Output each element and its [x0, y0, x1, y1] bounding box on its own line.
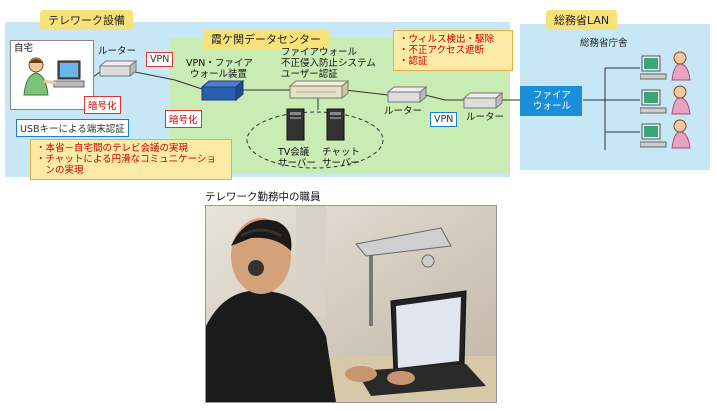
vpn-device-label-2: ウォール装置 — [190, 69, 247, 80]
chat-server-icon — [326, 108, 346, 142]
usb-auth-tag: USBキーによる端末認証 — [16, 119, 129, 137]
home-router-label: ルーター — [98, 46, 136, 57]
ministry-office-label: 総務省庁舎 — [580, 38, 628, 49]
firewall-appliance-icon — [288, 80, 350, 100]
security-note-auth: ・認証 — [399, 56, 507, 67]
datacenter-router-icon — [386, 86, 428, 104]
vpn-device-label-1: VPN・ファイア — [186, 58, 253, 69]
telework-photo-illustration — [206, 206, 496, 402]
photo-caption: テレワーク勤務中の職員 — [205, 192, 321, 203]
office-worker-icon-3 — [640, 118, 700, 152]
datacenter-router-label: ルーター — [384, 106, 422, 117]
tv-conference-server-icon — [286, 108, 306, 142]
chat-server-label-1: チャット — [322, 147, 360, 158]
office-worker-icon-1 — [640, 50, 700, 84]
security-notes: ・ウィルス検出・駆除 ・不正アクセス遮断 ・認証 — [393, 30, 513, 71]
ministry-router-label: ルーター — [466, 112, 504, 123]
home-vpn-tag: VPN — [146, 52, 173, 67]
function-note-chat-cont: ンの実現 — [36, 165, 226, 176]
function-note-chat: ・チャットによる円滑なコミュニケーショ — [36, 154, 226, 165]
ministry-router-icon — [462, 92, 504, 110]
home-label: 自宅 — [14, 43, 33, 54]
firewall-label-3: ユーザー認証 — [281, 69, 338, 80]
vpn-firewall-device-icon — [200, 80, 245, 102]
chat-server-label-2: サーバー — [322, 158, 360, 169]
home-user-illustration — [18, 55, 88, 103]
ministry-firewall-label-1: ファイア — [533, 90, 571, 101]
ministry-firewall-label-2: ウォール — [533, 101, 571, 112]
tv-server-label-1: TV会議 — [278, 147, 309, 158]
home-encryption-tag: 暗号化 — [84, 96, 121, 114]
firewall-label-2: 不正侵入防止システム — [281, 58, 376, 69]
office-worker-icon-2 — [640, 84, 700, 118]
function-note-tv: ・本省－自宅間のテレビ会議の実現 — [36, 143, 226, 154]
security-note-virus: ・ウィルス検出・駆除 — [399, 34, 507, 45]
security-note-access: ・不正アクセス遮断 — [399, 45, 507, 56]
home-router-icon — [98, 60, 138, 78]
ministry-vpn-tag: VPN — [430, 112, 457, 127]
datacenter-encryption-tag: 暗号化 — [165, 110, 202, 128]
firewall-label-1: ファイアウォール — [281, 47, 357, 58]
tv-server-label-2: サーバー — [278, 158, 316, 169]
telework-photo — [205, 205, 497, 403]
function-notes: ・本省－自宅間のテレビ会議の実現 ・チャットによる円滑なコミュニケーショ ンの実… — [30, 139, 232, 180]
